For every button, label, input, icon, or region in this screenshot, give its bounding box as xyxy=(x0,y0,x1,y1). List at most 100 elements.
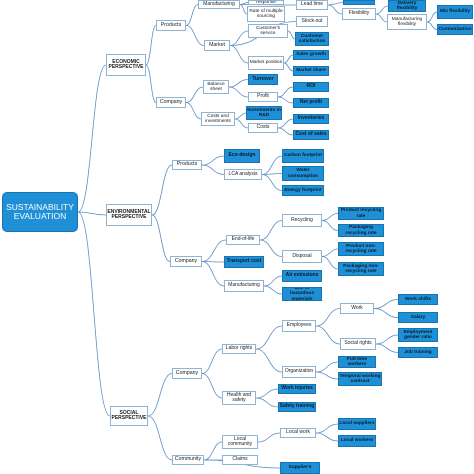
connector-e_balance-e_turnover xyxy=(228,79,249,88)
node-v-prod-nonrecyc: Product non-recycling rate xyxy=(338,242,384,256)
node-e-rate-sourcing: Rate of multiple sourcing xyxy=(247,6,285,22)
connector-s_labor-s_organization xyxy=(255,348,283,373)
node-s-claims: Claims xyxy=(222,455,258,465)
node-e-top-blue xyxy=(343,0,375,5)
connector-e_products-e_manufacturing xyxy=(185,4,199,26)
node-s-salary: Salary xyxy=(398,312,438,323)
connector-e_flexibility-e_mfg_flex xyxy=(375,13,388,23)
connector-s_health-s_safety_training xyxy=(255,397,279,408)
node-v-air: Air emissions xyxy=(282,270,322,282)
connector-s_local_work-s_local_workers xyxy=(315,432,339,442)
node-v-prod-recyc: Product recycling rate xyxy=(338,207,384,220)
node-s-safety-training: Safety training xyxy=(278,402,316,412)
node-v-transport: Transport cost xyxy=(224,256,264,268)
connector-e_costs-e_cost_sales xyxy=(277,127,294,136)
node-e-turnover: Turnover xyxy=(248,74,278,85)
node-e-profit: Profit xyxy=(248,92,278,102)
connector-e_company-e_costs_inv xyxy=(185,102,202,120)
node-v-pack-nonrecyc: Packaging non-recycling rate xyxy=(338,262,384,276)
connector-v_lca-v_carbon xyxy=(261,155,283,175)
node-v-pack-recyc: Packaging recycling rate xyxy=(338,224,384,237)
node-e-cost-sales: Cost of sales xyxy=(293,130,329,140)
connector-e_cust_service-e_cust_satis xyxy=(287,30,296,40)
connector-v_disposal-v_prod_nonrecyc xyxy=(321,248,339,257)
node-v-manufacturing: Manufacturing xyxy=(224,280,264,292)
connector-root-env xyxy=(77,211,107,216)
node-v-lca: LCA analysis xyxy=(224,169,262,180)
node-v-ecodesign: Eco-design xyxy=(224,149,260,163)
connector-econ-e_company xyxy=(145,64,157,103)
node-e-delivery-flex: Delivery flexibility xyxy=(388,0,426,12)
connector-v_manufacturing-v_air xyxy=(263,275,283,287)
node-s-shifts: Work shifts xyxy=(398,294,438,305)
node-s-local-work: Local work xyxy=(280,428,316,438)
node-v-endlife: End-of-life xyxy=(226,235,260,245)
connector-e_market_pos-e_market_share xyxy=(283,62,294,72)
node-e-market-pos: Market position xyxy=(248,56,284,70)
node-root: SUSTAINABILITY EVALUATION xyxy=(2,192,78,232)
node-e-costs-inv: Costs and investments xyxy=(201,112,235,126)
node-e-customization: Customization xyxy=(437,24,473,35)
connector-root-soc xyxy=(77,211,111,417)
connector-s_employees-s_social_rights xyxy=(315,325,341,345)
node-v-hazard: Use of hazardous materials xyxy=(282,287,322,301)
node-s-organization: Organization xyxy=(282,366,316,378)
node-s-supplier: Supplier's xyxy=(280,462,320,474)
node-s-health: Health and safety xyxy=(222,391,256,405)
node-env: ENVIRONMENTAL PERSPECTIVE xyxy=(106,204,152,226)
connector-s_labor-s_employees xyxy=(255,325,283,350)
connector-s_organization-s_temporal xyxy=(315,371,339,380)
connector-e_profit-e_roi xyxy=(277,86,294,98)
node-e-roi: ROI xyxy=(293,82,329,92)
connector-e_lead_time-e_flexibility xyxy=(327,4,343,15)
node-e-inventories: Inventories xyxy=(293,114,329,124)
node-e-balance: Balance sheet xyxy=(203,80,229,94)
connector-v_recycling-v_pack_recyc xyxy=(321,220,339,231)
connector-s_employees-s_work xyxy=(315,308,341,327)
node-e-manufacturing: Manufacturing xyxy=(198,0,240,9)
node-e-mfg-flex: Manufacturing flexibility xyxy=(387,14,427,30)
connector-s_company-s_health xyxy=(201,373,223,399)
node-e-market-share: Market share xyxy=(293,66,329,76)
node-e-market: Market xyxy=(204,40,230,51)
node-s-gender: Employment gender ratio xyxy=(398,328,438,342)
connector-root-econ xyxy=(77,64,107,213)
connector-v_company-v_transport xyxy=(201,261,225,263)
connector-s_health-s_injuries xyxy=(255,388,279,399)
connector-e_mfg_flex-e_mix_flex xyxy=(426,11,438,23)
connector-v_disposal-v_pack_nonrecyc xyxy=(321,256,339,270)
node-s-company: Company xyxy=(172,368,202,379)
node-s-local-suppliers: Local suppliers xyxy=(338,418,376,430)
connector-e_costs_inv-e_costs xyxy=(234,118,249,129)
node-e-cust-satis: Customer satisfaction xyxy=(295,32,329,46)
connector-e_market-e_market_pos xyxy=(229,45,249,64)
node-e-lead-time: Lead time xyxy=(296,0,328,10)
node-e-stockout: Stock-out xyxy=(296,16,328,27)
connector-s_organization-s_fulltime xyxy=(315,361,339,373)
node-s-work: Work xyxy=(340,303,374,314)
connector-e_costs_inv-e_inv_rd xyxy=(234,112,247,120)
node-v-company: Company xyxy=(170,256,202,267)
connector-v_products-v_ecodesign xyxy=(201,155,225,166)
connector-s_community-s_local_comm xyxy=(203,441,223,461)
connector-e_costs-e_inventories xyxy=(277,118,294,129)
connector-v_company-v_manufacturing xyxy=(201,261,225,287)
connector-e_market_pos-e_sales_growth xyxy=(283,54,294,64)
connector-s_work-s_salary xyxy=(373,308,399,318)
node-e-costs: Costs xyxy=(248,123,278,133)
node-e-flexibility: Flexibility xyxy=(342,8,376,20)
node-e-response: response xyxy=(248,0,284,5)
connector-v_company-v_endlife xyxy=(201,239,227,262)
connector-e_profit-e_net_profit xyxy=(277,96,294,104)
connector-econ-e_products xyxy=(145,25,157,66)
connector-v_endlife-v_recycling xyxy=(259,220,283,241)
node-s-community: Community xyxy=(172,455,204,465)
connector-s_local_work-s_local_suppliers xyxy=(315,423,339,434)
node-e-inv-rd: Investments in R&D xyxy=(246,106,282,120)
connector-s_local_comm-s_local_work xyxy=(257,432,281,443)
connector-v_products-v_lca xyxy=(201,164,225,175)
node-s-fulltime: Full-time workers xyxy=(338,356,376,368)
node-s-local-comm: Local community xyxy=(222,435,258,449)
